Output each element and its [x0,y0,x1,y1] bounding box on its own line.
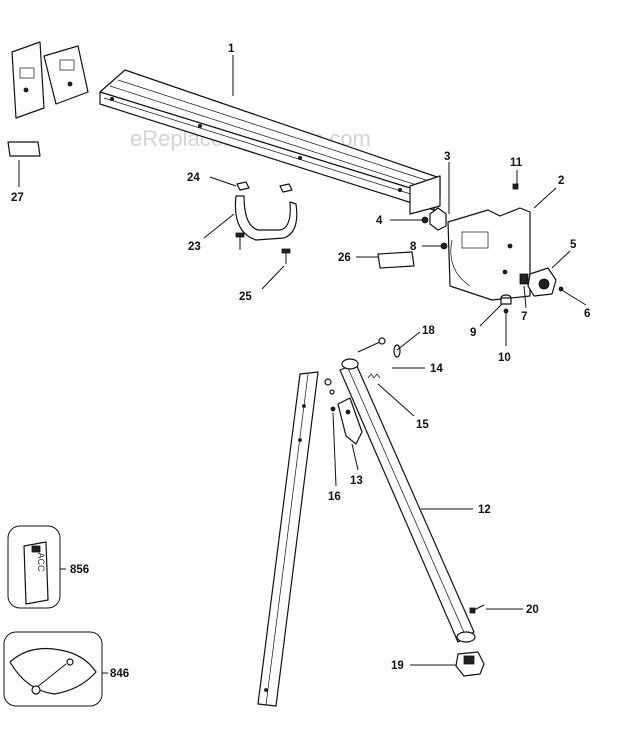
callout-5: 5 [570,239,577,251]
part-12-leg [339,363,476,643]
part-2-end-bracket [447,207,531,301]
callout-3: 3 [444,151,450,163]
callout-846: 846 [110,668,129,680]
part-27-label-plate [7,141,41,157]
callout-15: 15 [416,419,429,431]
part-13-latch [337,397,363,445]
part-10-screw [503,308,509,322]
part-1-rail [99,69,441,215]
kit-846-box [3,631,103,707]
callout-10: 10 [498,352,511,364]
callout-labels: 1 2 3 4 5 6 7 8 9 10 11 12 13 14 15 16 1… [11,43,590,680]
kit-856-box: ACC [7,525,61,609]
washers [324,378,335,395]
callout-4: 4 [376,215,383,227]
part-23-handle [234,195,298,241]
part-14-bolt [341,358,359,370]
callout-19: 19 [391,660,404,672]
callout-13: 13 [350,475,363,487]
leader-lines [18,55,587,674]
callout-856: 856 [70,564,89,576]
callout-26: 26 [338,252,351,264]
leg-left [257,371,319,707]
part-9-bushing [500,294,512,305]
callout-14: 14 [430,363,443,375]
callout-1: 1 [228,43,235,55]
callout-24: 24 [187,172,200,184]
part-26-label-plate [377,251,415,269]
callout-9: 9 [470,327,476,339]
end-bracket-left [11,41,89,119]
callout-25: 25 [239,291,252,303]
part-8-screw [440,242,448,250]
callout-6: 6 [584,308,590,320]
part-24-nuts [236,181,293,193]
part-5-lock-knob [527,267,557,297]
callout-20: 20 [526,604,539,616]
callout-11: 11 [510,157,523,169]
callout-18: 18 [422,325,435,337]
part-3-clip [429,207,447,231]
part-6-screw [558,286,569,295]
part-18-bolt [357,337,401,358]
callout-7: 7 [521,311,527,323]
callout-8: 8 [410,241,417,253]
part-25-screws [235,232,291,264]
part-11-nut [512,183,519,190]
part-19-foot [455,651,485,677]
callout-27: 27 [11,192,24,204]
callout-23: 23 [188,241,201,253]
kit-856-letters: ACC [36,552,46,572]
callout-12: 12 [478,504,491,516]
part-16-pin [330,406,336,412]
callout-2: 2 [558,175,564,187]
part-15-spring [367,373,381,379]
part-7-spring [519,273,529,285]
callout-16: 16 [328,491,341,503]
part-20-screw [469,604,485,614]
